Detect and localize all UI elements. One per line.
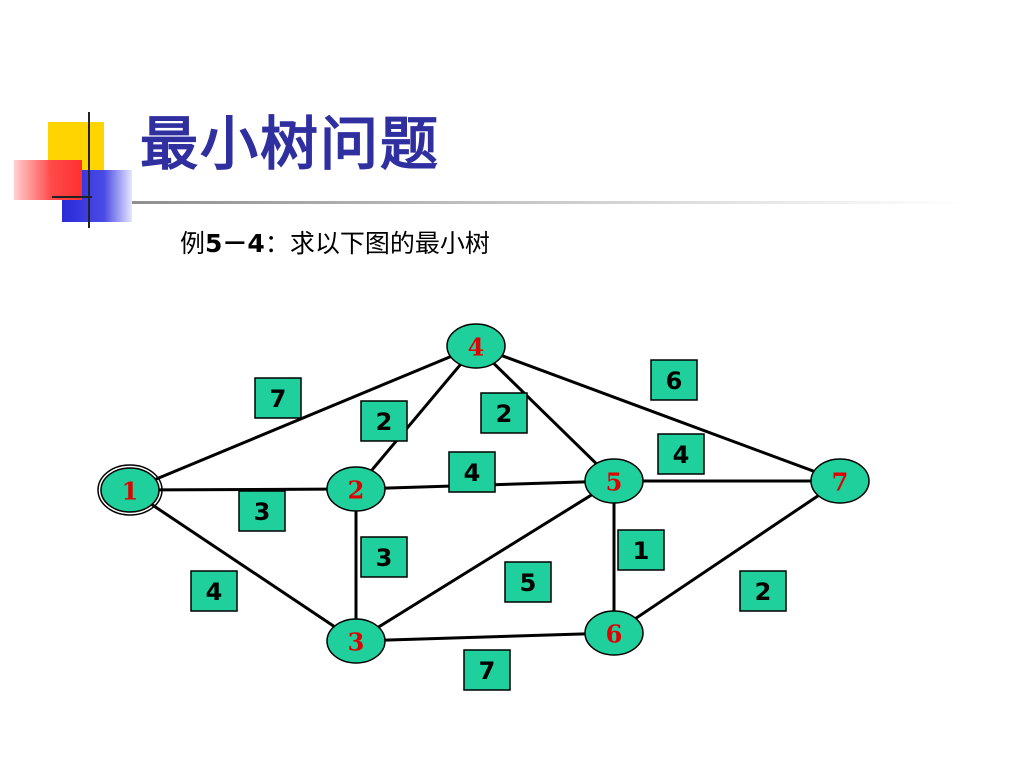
node-circle [100, 467, 160, 513]
node-circle [584, 458, 644, 504]
edge-weight-2-3: 3 [360, 536, 408, 578]
edge-weight-6-7: 2 [739, 570, 787, 612]
weight-box [650, 359, 698, 401]
edge-4-7 [501, 354, 815, 473]
weight-label: 4 [673, 441, 690, 469]
edge-1-4 [154, 355, 452, 481]
decor-horizontal-line [52, 196, 92, 198]
edge-weight-3-6: 7 [463, 649, 511, 691]
edges-layer [150, 354, 820, 642]
node-circle [584, 610, 644, 656]
edge-6-7 [634, 494, 820, 620]
node-3: 3 [326, 618, 386, 664]
weight-label: 2 [755, 578, 772, 606]
weight-label: 2 [376, 408, 393, 436]
edge-2-4 [370, 363, 462, 472]
edge-weight-2-5: 4 [448, 451, 496, 493]
edge-weight-4-7: 6 [650, 359, 698, 401]
weight-box [739, 570, 787, 612]
node-2: 2 [326, 466, 386, 512]
node-6: 6 [584, 610, 644, 656]
subtitle-example-number: 5－4 [205, 229, 265, 258]
node-label: 4 [468, 333, 485, 362]
edge-5-3 [377, 493, 593, 629]
node-label: 1 [122, 477, 139, 506]
edge-weight-1-4: 7 [254, 377, 302, 419]
weight-box [238, 490, 286, 532]
edge-weight-4-5: 2 [480, 392, 528, 434]
node-7: 7 [810, 458, 870, 504]
node-circle [326, 466, 386, 512]
edge-3-6 [384, 632, 586, 642]
weight-box [504, 561, 552, 603]
subtitle-text: ：求以下图的最小树 [264, 229, 490, 258]
node-4: 4 [446, 323, 506, 369]
edge-weight-1-2: 3 [238, 490, 286, 532]
weight-label: 4 [206, 578, 223, 606]
nodes-layer: 1 2 3 4 5 6 7 [97, 323, 870, 664]
weight-box [190, 570, 238, 612]
node-5: 5 [584, 458, 644, 504]
node-circle [446, 323, 506, 369]
edge-weight-5-3: 5 [504, 561, 552, 603]
node-label: 3 [348, 628, 365, 657]
weight-box [360, 536, 408, 578]
weight-box [254, 377, 302, 419]
weight-box [657, 433, 705, 475]
decor-vertical-line [88, 112, 90, 228]
weight-label: 4 [464, 459, 481, 487]
subtitle-prefix: 例 [180, 229, 206, 258]
edge-weight-5-7: 4 [657, 433, 705, 475]
edge-weight-1-3: 4 [190, 570, 238, 612]
weight-label: 6 [666, 367, 683, 395]
edge-weight-5-6: 1 [617, 529, 665, 571]
weight-label: 3 [376, 544, 393, 572]
node-label: 5 [606, 468, 623, 497]
weight-label: 7 [270, 385, 287, 413]
edge-weight-2-4: 2 [360, 400, 408, 442]
slide-title: 最小树问题 [140, 110, 441, 178]
weights-layer: 7 3 4 2 4 3 2 6 4 5 1 7 2 [190, 359, 787, 691]
weight-label: 3 [254, 498, 271, 526]
node-circle [810, 458, 870, 504]
decor-red-square [14, 160, 82, 200]
edge-1-3 [150, 503, 336, 628]
weight-box [463, 649, 511, 691]
weight-label: 1 [633, 537, 650, 565]
weight-label: 2 [496, 400, 513, 428]
weight-box [617, 529, 665, 571]
weight-box [448, 451, 496, 493]
weight-box [480, 392, 528, 434]
title-underline [132, 201, 962, 204]
node-1: 1 [97, 464, 163, 516]
node-outer-ring [97, 464, 163, 516]
weight-label: 5 [520, 569, 537, 597]
slide-subtitle: 例5－4：求以下图的最小树 [180, 224, 490, 260]
weight-box [360, 400, 408, 442]
node-label: 6 [606, 620, 623, 649]
node-label: 7 [832, 468, 849, 497]
node-circle [326, 618, 386, 664]
weight-label: 7 [479, 657, 496, 685]
node-label: 2 [348, 476, 365, 505]
edge-1-2 [158, 487, 328, 492]
edge-4-5 [492, 362, 598, 465]
